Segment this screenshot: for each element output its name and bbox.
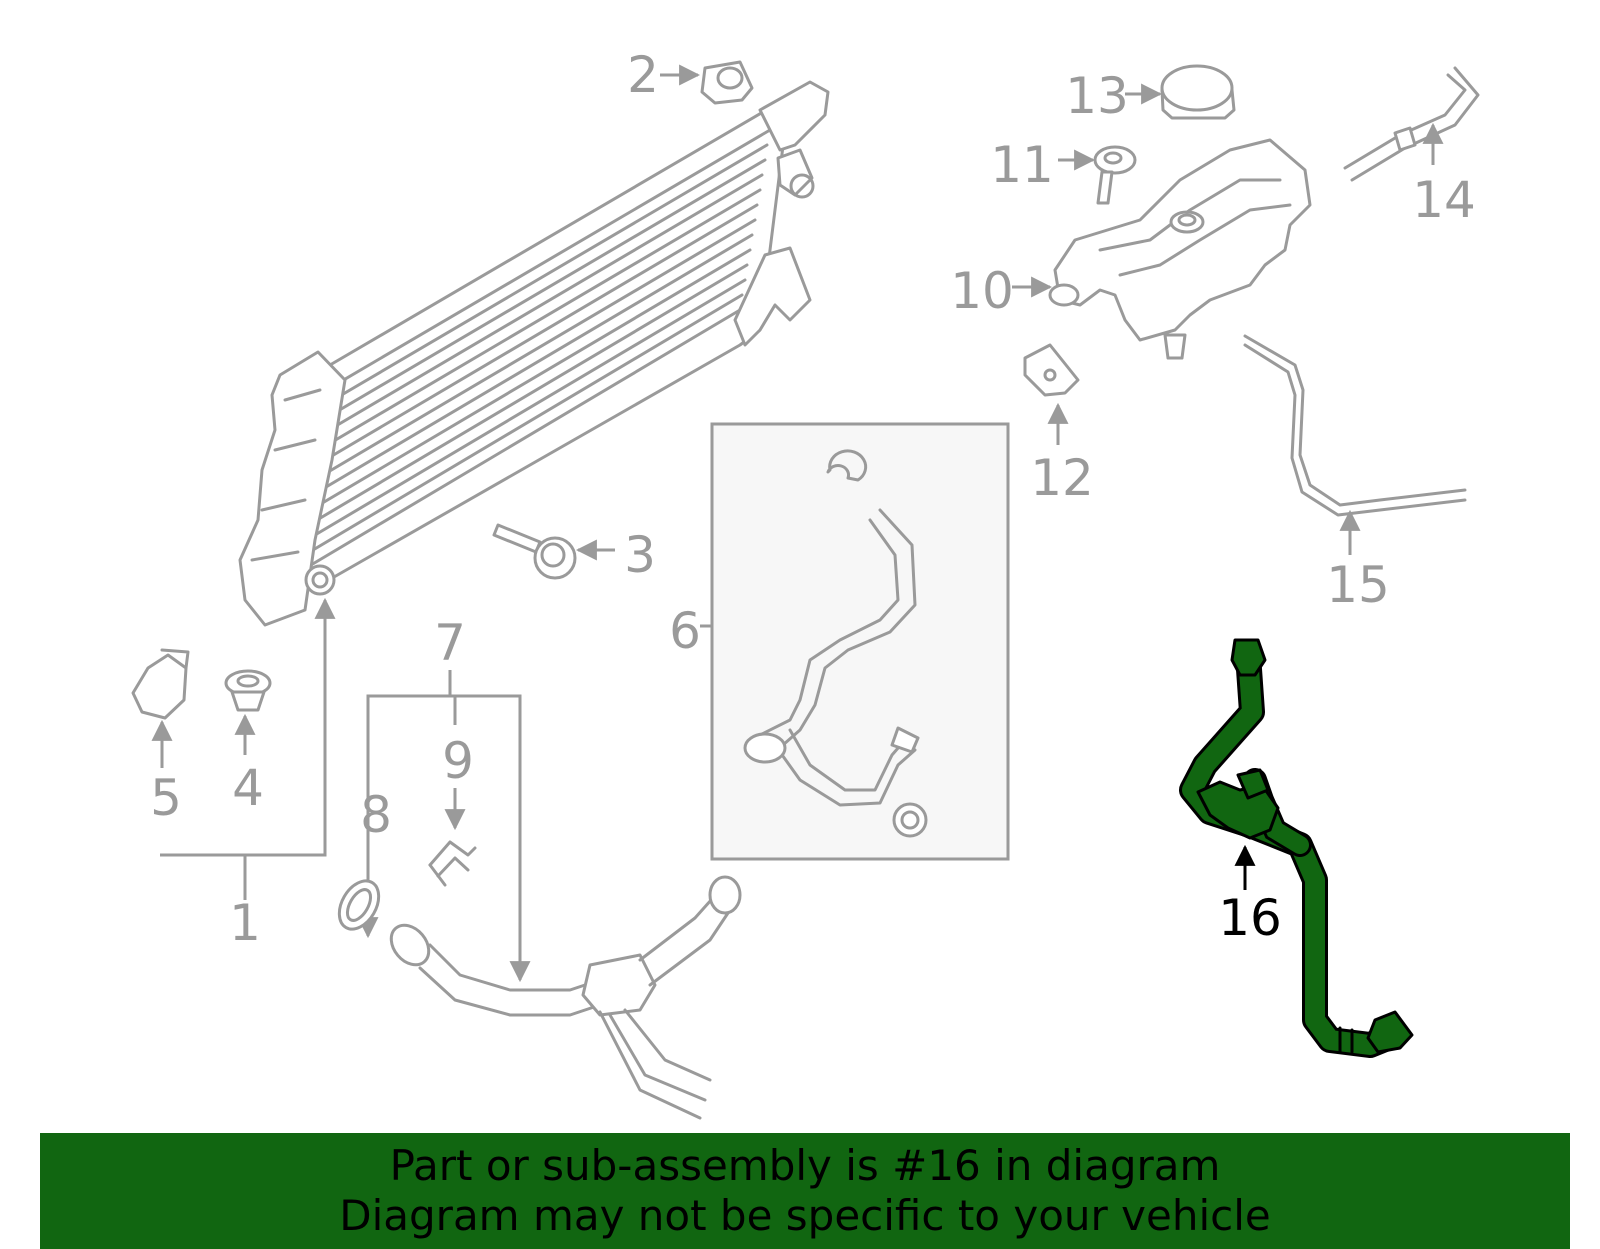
callout-8: 8 [360,786,392,844]
callout-14: 14 [1412,171,1476,229]
reservoir-bracket-part[interactable] [1023,343,1080,397]
lower-insulator-part[interactable] [224,669,272,712]
callout-16: 16 [1218,889,1282,947]
vent-hose-part[interactable] [1243,334,1467,517]
callout-9: 9 [442,732,474,790]
bolt-part[interactable] [492,523,577,580]
drain-plug-part[interactable] [131,648,190,720]
reservoir-cap-part[interactable] [1160,64,1236,120]
callout-10: 10 [950,262,1014,320]
callout-2: 2 [627,46,659,104]
banner-line-1: Part or sub-assembly is #16 in diagram [389,1141,1221,1190]
o-ring-part[interactable] [331,874,386,936]
part-info-banner: Part or sub-assembly is #16 in diagram D… [40,1133,1570,1249]
callout-7: 7 [434,614,466,672]
highlighted-hose-part-16[interactable] [1179,638,1414,1058]
bypass-hose-part[interactable] [428,840,477,887]
callout-1: 1 [229,894,261,952]
callout-6: 6 [669,602,701,660]
hose-clamp-part[interactable] [892,802,928,838]
callout-12: 12 [1030,449,1094,507]
callout-11: 11 [990,136,1054,194]
upper-hose-part[interactable] [743,449,920,807]
callout-13: 13 [1065,67,1129,125]
reservoir-bolt-part[interactable] [1093,145,1137,205]
coolant-reservoir-part[interactable] [1048,138,1312,360]
callout-5: 5 [150,769,182,827]
lower-hose-part[interactable] [384,875,742,1120]
overflow-hose-part[interactable] [1343,66,1480,182]
callout-3: 3 [624,526,656,584]
radiator-part[interactable] [238,80,830,627]
insulator-part[interactable] [700,60,754,105]
callout-15: 15 [1326,556,1390,614]
banner-line-2: Diagram may not be specific to your vehi… [339,1191,1271,1240]
callout-4: 4 [232,759,264,817]
hose-kit-inset [710,422,1010,861]
